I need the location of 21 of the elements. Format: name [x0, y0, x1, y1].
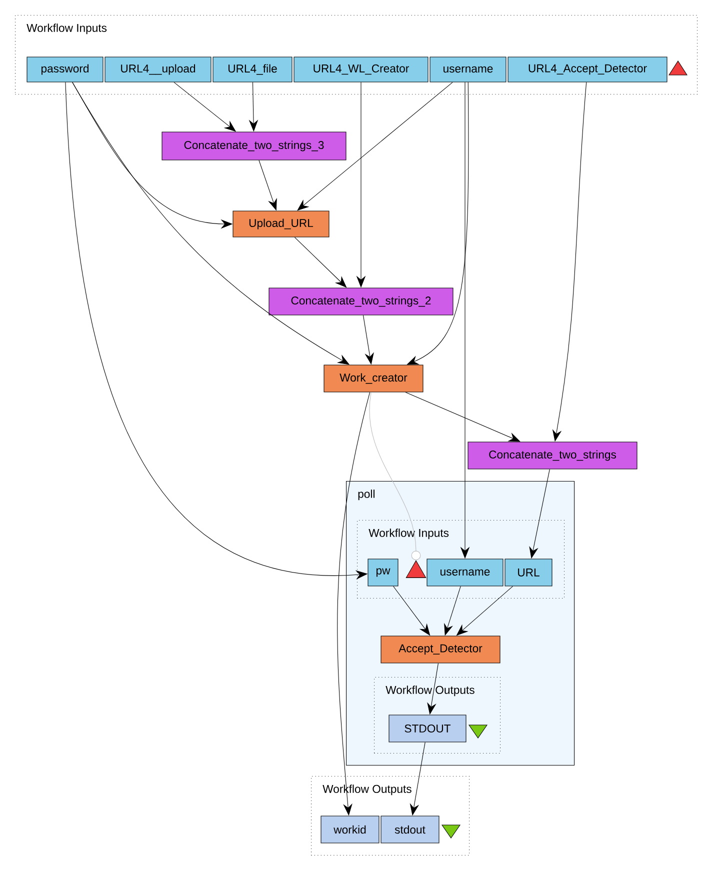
input-port-box: URL — [504, 558, 552, 586]
input-port-box: username — [426, 558, 504, 586]
process-box: Upload_URL — [232, 210, 330, 238]
input-port-box: URL4__upload — [104, 56, 212, 82]
output-port-box: STDOUT — [388, 714, 466, 742]
process-box: Concatenate_two_strings_2 — [268, 288, 454, 316]
arrow — [297, 82, 453, 211]
input-port-box: username — [430, 56, 506, 82]
process-box: Accept_Detector — [380, 636, 500, 664]
output-port-box: workid — [320, 816, 380, 844]
input-port-box: pw — [368, 558, 398, 586]
input-port-box: password — [26, 56, 104, 82]
process-box: Work_creator — [324, 364, 424, 392]
input-port-box: URL4_file — [212, 56, 292, 82]
output-port-box: stdout — [380, 816, 440, 844]
input-port-box: URL4_WL_Creator — [294, 56, 428, 82]
arrow — [369, 392, 421, 560]
port-triangle — [406, 560, 426, 578]
process-box: Concatenate_two_strings — [468, 442, 638, 470]
process-box: Concatenate_two_strings_3 — [162, 132, 346, 160]
arrow — [406, 82, 469, 365]
